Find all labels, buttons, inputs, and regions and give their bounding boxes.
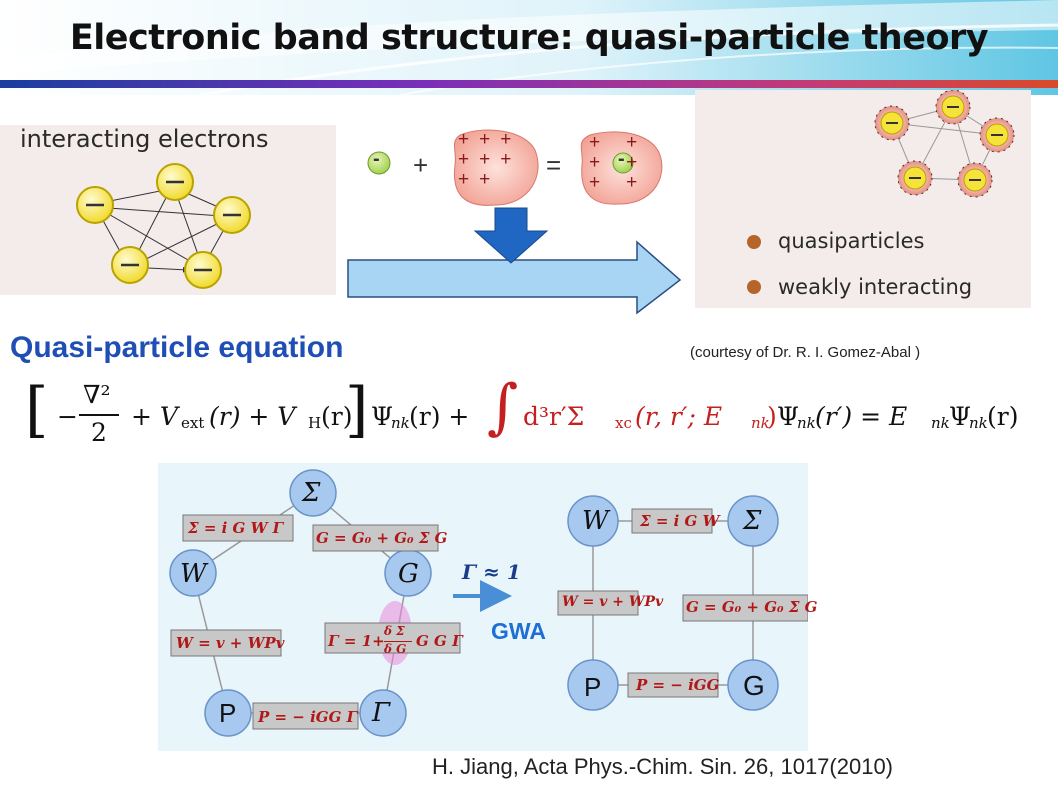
gamma-approximation: Γ ≈ 1 (462, 560, 521, 584)
hedin-eq-gamma-num: δ Σ (384, 624, 405, 638)
equation-heading: Quasi-particle equation (10, 331, 344, 364)
hedin-eq-gamma-den: δ G (384, 642, 407, 656)
title-accent-bar (0, 80, 1058, 88)
interacting-electrons-diagram (76, 163, 251, 289)
screened-cloud-charges: ++ ++ ++ (589, 132, 664, 193)
electron-minus-sign: - (373, 148, 380, 170)
header-background (0, 0, 1058, 95)
gw-node-w: W (582, 506, 609, 536)
gw-eq-g: G = G₀ + G₀ Σ G (686, 598, 818, 616)
bullet-icons (747, 235, 761, 294)
positive-cloud-charges: +++ +++ ++ (458, 129, 522, 190)
plus-operator: + (413, 150, 429, 180)
quasiparticles-diagram (874, 90, 1015, 198)
gw-node-g: G (743, 670, 765, 701)
interacting-electrons-label: interacting electrons (20, 125, 269, 153)
hedin-eq-p: P = − iGG Γ (258, 708, 358, 726)
hedin-eq-gamma-post: G G Γ (416, 632, 463, 650)
quasiparticles-panel (695, 90, 1031, 308)
quasiparticles-item: quasiparticles (778, 229, 925, 253)
hedin-node-g: G (398, 559, 419, 589)
hedin-eq-g: G = G₀ + G₀ Σ G (316, 529, 448, 547)
hedin-eq-gamma-fraction-bar (384, 641, 412, 642)
hedin-eq-gamma-pre: Γ = 1+ (328, 632, 385, 650)
quasiparticle-equation: [ − ∇² 2 + V ext (r) + V H (r) ] Ψ nk (r… (25, 372, 1019, 447)
hedin-node-w: W (180, 559, 207, 589)
gw-eq-p: P = − iGG (636, 676, 720, 694)
diagram-lines (169, 469, 808, 737)
gw-eq-sigma: Σ = i G W (640, 512, 720, 530)
hedin-eq-sigma: Σ = i G W Γ (188, 519, 284, 537)
gw-node-p: P (584, 672, 602, 702)
weakly-interacting-item: weakly interacting (778, 275, 973, 299)
hedin-node-p: P (219, 698, 237, 728)
equals-operator: = (546, 150, 562, 180)
gw-eq-w: W = v + WPv (562, 594, 664, 610)
citation: H. Jiang, Acta Phys.-Chim. Sin. 26, 1017… (432, 754, 894, 779)
hedin-gw-diagram (158, 463, 808, 751)
slide-title: Electronic band structure: quasi-particl… (69, 18, 989, 58)
quasiparticle-minus-sign: - (618, 148, 625, 170)
hedin-node-gamma: Γ (372, 698, 391, 728)
hedin-node-sigma: Σ (302, 478, 321, 508)
screening-diagram (367, 129, 663, 206)
transition-arrows (347, 207, 682, 315)
hedin-eq-w: W = v + WPv (176, 634, 285, 652)
gw-node-sigma: Σ (743, 506, 762, 536)
gwa-label: GWA (491, 618, 546, 644)
courtesy-note: (courtesy of Dr. R. I. Gomez-Abal ) (690, 344, 921, 361)
